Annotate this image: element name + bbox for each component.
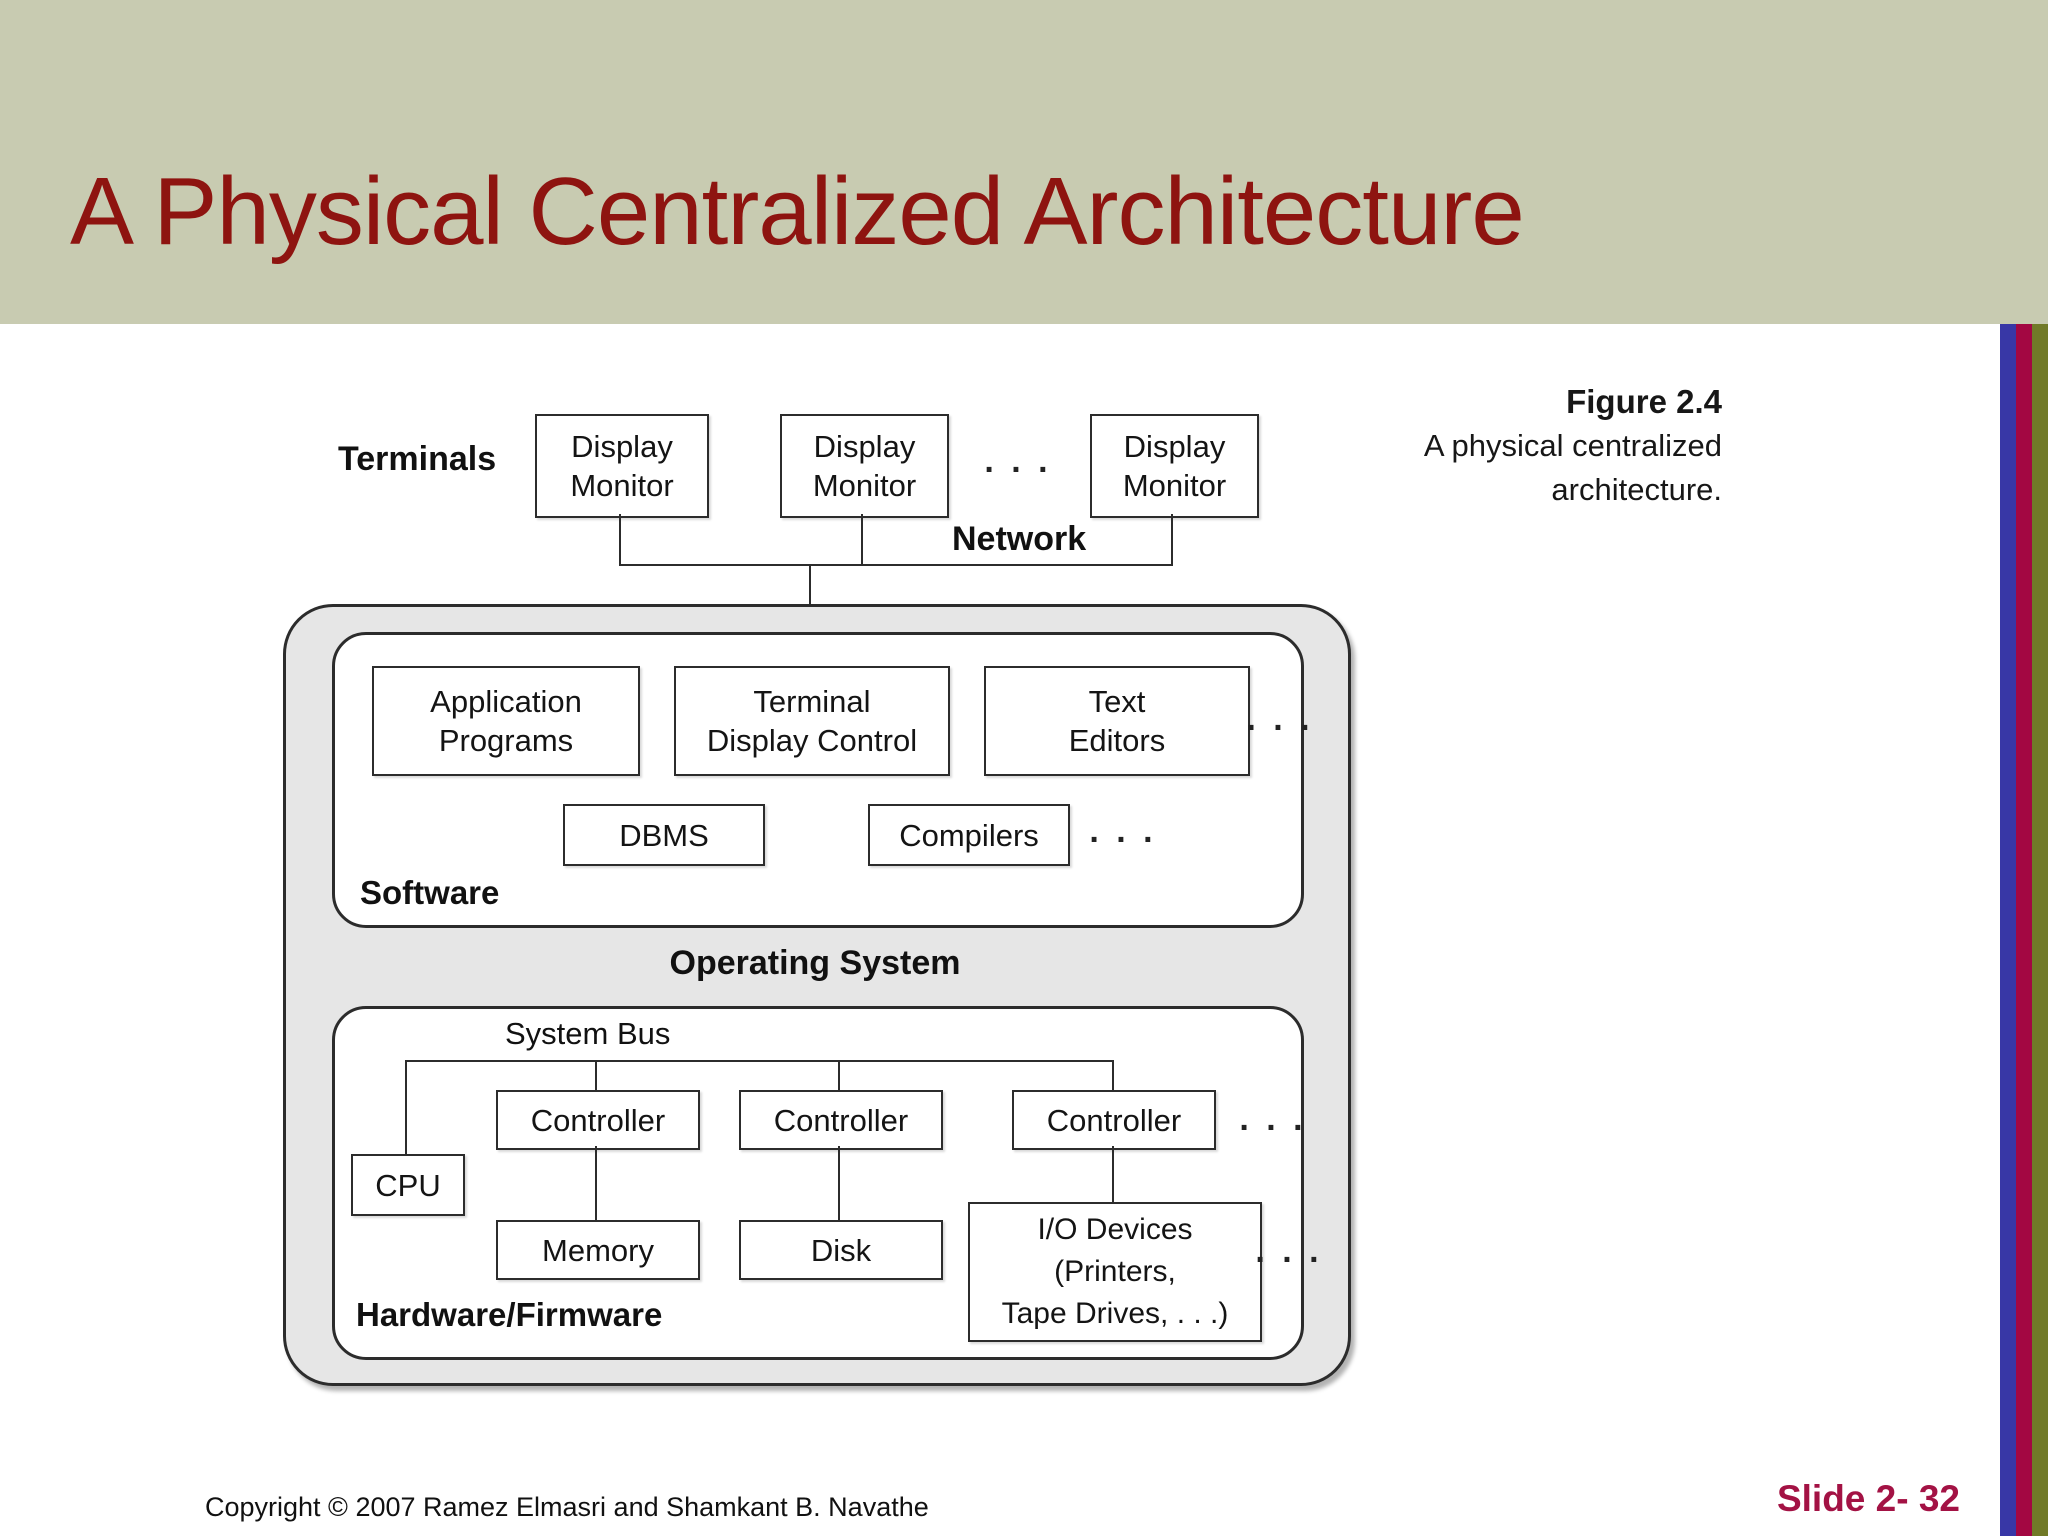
figure-caption-line: A physical centralized: [1423, 428, 1722, 463]
controller-text: Controller: [1046, 1102, 1182, 1138]
terminals-label: Terminals: [338, 440, 497, 478]
network-label: Network: [952, 520, 1087, 558]
dbms-box: DBMS: [563, 804, 765, 866]
connector-line: [1112, 1146, 1114, 1202]
dbms-text: DBMS: [619, 817, 709, 853]
io-devices-box: I/O Devices(Printers,Tape Drives, . . .): [968, 1202, 1262, 1342]
copyright-text: Copyright © 2007 Ramez Elmasri and Shamk…: [205, 1492, 929, 1522]
figure-label: Figure 2.4: [1566, 383, 1722, 420]
connector-line: [1171, 514, 1173, 566]
header-band: [0, 0, 2048, 324]
memory-box: Memory: [496, 1220, 700, 1280]
ellipsis-dots: . . .: [984, 442, 1052, 480]
connector-line: [1112, 1062, 1114, 1090]
ellipsis-dots: . . .: [1246, 700, 1314, 738]
disk-text: Disk: [810, 1232, 872, 1268]
page-title: A Physical Centralized Architecture: [70, 158, 1525, 265]
network-bus-line: [619, 564, 1173, 566]
operating-system-label: Operating System: [669, 944, 961, 982]
connector-line: [838, 1062, 840, 1090]
controller-box: Controller: [496, 1090, 700, 1150]
accent-stripe-blue: [2000, 324, 2016, 1536]
accent-stripe-crimson: [2016, 324, 2032, 1536]
compilers-box: Compilers: [868, 804, 1070, 866]
system-bus-label: System Bus: [505, 1016, 671, 1051]
controller-box: Controller: [739, 1090, 943, 1150]
figure-caption: Figure 2.4 A physical centralized archit…: [1360, 380, 1722, 512]
io-devices-text: I/O Devices(Printers,Tape Drives, . . .): [1001, 1213, 1229, 1330]
memory-text: Memory: [542, 1232, 654, 1268]
ellipsis-dots: . . .: [1239, 1100, 1307, 1138]
connector-line: [838, 1146, 840, 1220]
connector-line: [595, 1146, 597, 1220]
accent-stripe-olive: [2032, 324, 2048, 1536]
slide-number: Slide 2- 32: [1776, 1478, 1960, 1519]
cpu-text: CPU: [375, 1167, 441, 1203]
software-label: Software: [360, 874, 500, 911]
connector-line: [405, 1062, 407, 1154]
compilers-text: Compilers: [899, 817, 1039, 853]
hardware-firmware-label: Hardware/Firmware: [356, 1296, 663, 1333]
connector-line: [595, 1062, 597, 1090]
system-bus-line: [405, 1060, 1114, 1062]
controller-text: Controller: [773, 1102, 909, 1138]
connector-line: [861, 514, 863, 566]
connector-line: [619, 514, 621, 566]
figure-caption-line: architecture.: [1551, 472, 1722, 507]
ellipsis-dots: . . .: [1089, 812, 1157, 850]
cpu-box: CPU: [351, 1154, 465, 1216]
ellipsis-dots: . . .: [1255, 1232, 1323, 1270]
controller-text: Controller: [530, 1102, 666, 1138]
controller-box: Controller: [1012, 1090, 1216, 1150]
disk-box: Disk: [739, 1220, 943, 1280]
